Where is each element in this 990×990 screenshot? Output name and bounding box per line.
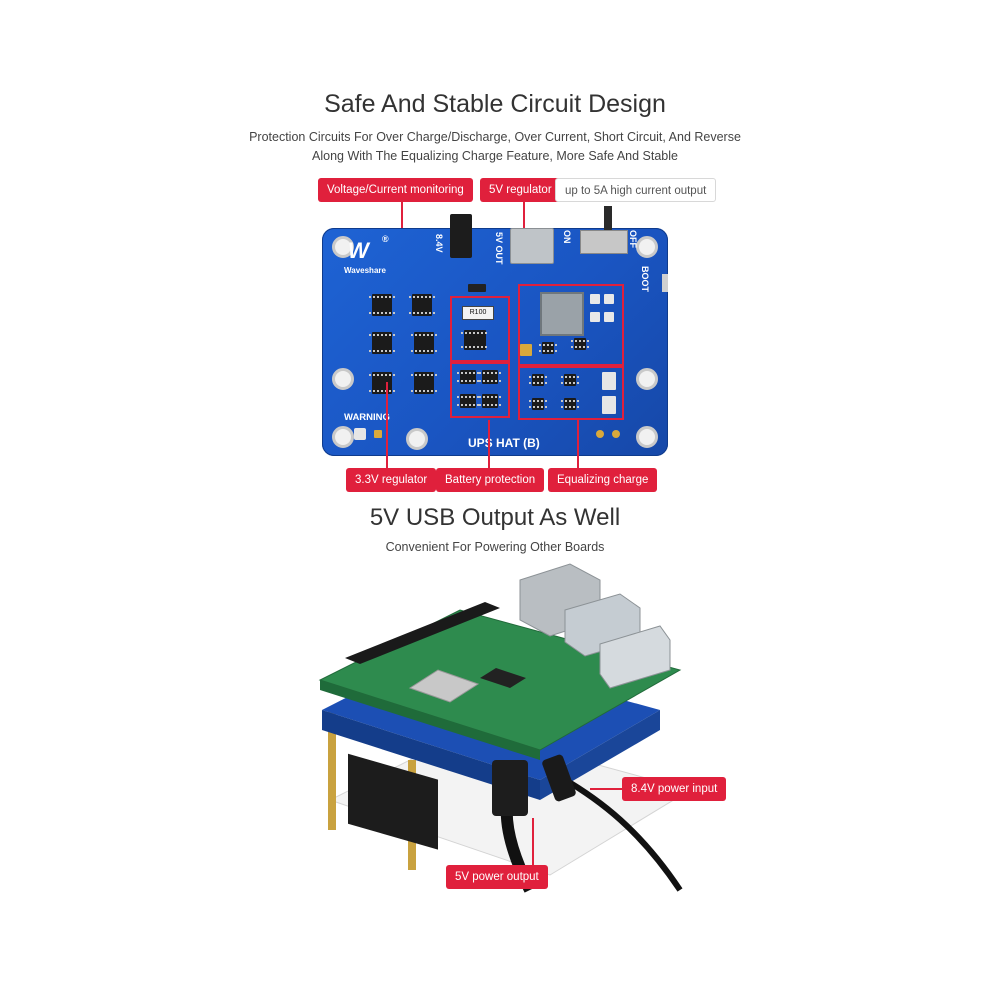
smd-component [604, 312, 614, 322]
callout-3v3-regulator: 3.3V regulator [346, 468, 437, 492]
callout-voltage-current: Voltage/Current monitoring [318, 178, 473, 202]
dc-plug [542, 754, 576, 802]
usb-a-port [510, 228, 554, 264]
usb-ports-lower [599, 625, 671, 689]
smd-component [590, 294, 600, 304]
silk-off: OFF [628, 230, 638, 248]
mount-hole [332, 368, 354, 390]
battery-holder [348, 753, 438, 850]
callout-8-4v-input: 8.4V power input [622, 777, 727, 801]
highlight-5v-regulator [518, 284, 624, 366]
silk-board-name: UPS HAT (B) [468, 436, 540, 450]
mount-hole [636, 368, 658, 390]
leader-line-battery [488, 420, 490, 468]
mount-hole [332, 426, 354, 448]
waveshare-logo-text: Waveshare [344, 266, 386, 275]
leader-line-3v3 [386, 382, 388, 468]
silk-5v-out: 5V OUT [494, 232, 504, 265]
callout-5v-regulator: 5V regulator [480, 178, 561, 202]
boot-button[interactable] [662, 274, 668, 292]
switch-slider[interactable] [604, 206, 612, 230]
ic-chip [561, 374, 579, 386]
mount-hole [636, 426, 658, 448]
section-title-circuit: Safe And Stable Circuit Design [324, 90, 666, 118]
ic-chip [529, 398, 547, 410]
ic-chip [369, 372, 395, 394]
section-title-usb: 5V USB Output As Well [369, 504, 621, 531]
inductor [540, 292, 584, 336]
silk-warning: WARNING [344, 412, 390, 423]
highlight-equalizing-charge [518, 366, 624, 420]
ic-chip [369, 294, 395, 316]
soc-chip [408, 669, 480, 703]
ic-chip [539, 342, 557, 354]
smd-component [468, 284, 486, 292]
ic-chip [479, 370, 501, 384]
shunt-resistor: R100 [462, 306, 494, 320]
usb-plug [492, 760, 528, 816]
ic-chip [561, 398, 579, 410]
smd-component [374, 430, 382, 438]
leader-line-input [590, 788, 622, 790]
leader-line-equalizing [577, 420, 579, 468]
gpio-header [345, 602, 500, 664]
ic-chip [461, 330, 489, 350]
power-switch[interactable] [580, 230, 628, 254]
dc-cable [560, 775, 683, 892]
silk-boot: BOOT [640, 266, 650, 292]
battery-pad [612, 430, 620, 438]
silk-on: ON [562, 230, 572, 244]
pi-board-edge [320, 680, 540, 760]
smd-component [590, 312, 600, 322]
callout-battery-protection: Battery protection [436, 468, 545, 492]
section-desc-line1: Protection Circuits For Over Charge/Disc… [249, 130, 741, 144]
ic-chip [369, 332, 395, 354]
dc-jack [450, 214, 472, 258]
ic-chip [571, 338, 589, 350]
raspberry-pi-photo [318, 563, 692, 893]
section-desc-usb: Convenient For Powering Other Boards [385, 540, 605, 554]
ic-chip [457, 370, 479, 384]
mount-hole [406, 428, 428, 450]
ic-chip [409, 294, 435, 316]
callout-5v-output: 5V power output [446, 865, 548, 889]
silk-8-4v: 8.4V [434, 234, 444, 253]
smd-component [602, 396, 616, 414]
callout-5v-regulator-note: up to 5A high current output [555, 178, 717, 202]
waveshare-logo-mark: W [348, 238, 369, 263]
highlight-battery-protection [450, 362, 510, 418]
mount-hole [332, 236, 354, 258]
smd-component [604, 294, 614, 304]
callout-equalizing-charge: Equalizing charge [548, 468, 658, 492]
section-desc-line2: Along With The Equalizing Charge Feature… [312, 149, 678, 163]
ups-board-edge [322, 710, 540, 800]
ic-chip [411, 372, 437, 394]
ic-chip [529, 374, 547, 386]
ic-chip [457, 394, 479, 408]
smd-component [602, 372, 616, 390]
smd-component [520, 344, 532, 356]
battery-pad [596, 430, 604, 438]
ic-chip [479, 394, 501, 408]
brass-standoff [328, 710, 336, 830]
ram-chip [480, 668, 526, 688]
ic-chip [411, 332, 437, 354]
registered-mark: ® [382, 234, 389, 244]
mount-hole [636, 236, 658, 258]
warning-led [354, 428, 366, 440]
leader-line-output [532, 818, 534, 866]
ups-hat-board: W ® Waveshare 8.4V 5V OUT ON OFF BOOT R1… [322, 206, 668, 456]
highlight-voltage-monitor [450, 296, 510, 362]
